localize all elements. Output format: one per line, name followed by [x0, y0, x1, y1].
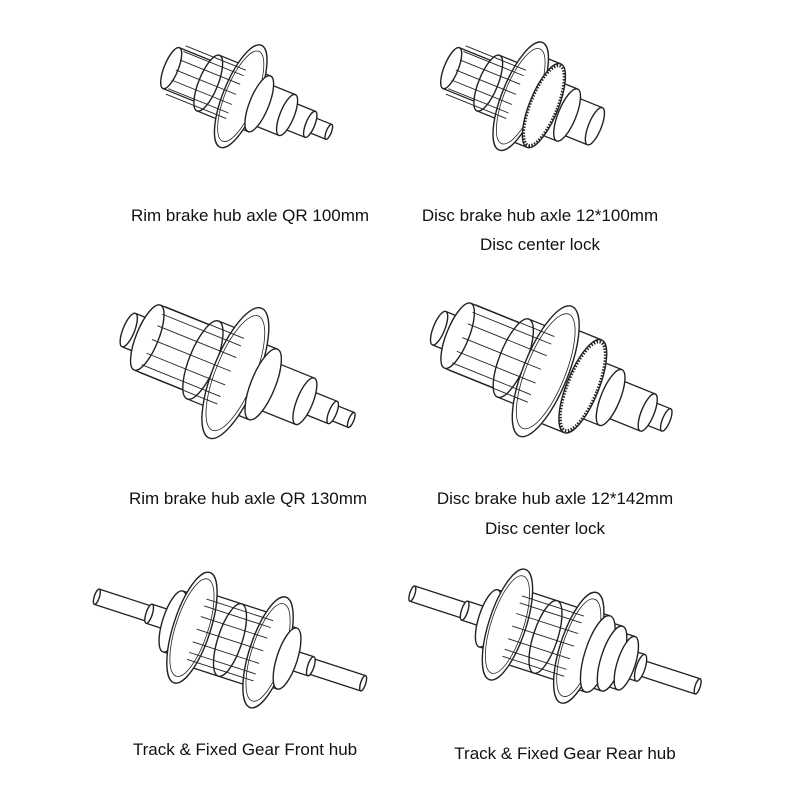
freehub-spline — [183, 50, 244, 77]
freehub-spline — [451, 79, 513, 105]
axle-cap — [637, 393, 658, 432]
freehub-spline — [175, 69, 237, 95]
axle — [144, 603, 155, 624]
hub-outline — [637, 674, 696, 695]
freehub-spline — [146, 352, 226, 386]
freehub-spline — [138, 371, 218, 405]
hub-outline — [313, 658, 366, 677]
freehub-spline — [472, 311, 552, 345]
freehub-spline — [459, 59, 521, 85]
hub-outline — [99, 588, 152, 607]
freehub-spline — [185, 45, 247, 71]
axle — [459, 600, 470, 621]
freehub-spline — [151, 338, 231, 372]
freehub-spline — [161, 313, 242, 347]
freehub-spline — [504, 648, 567, 670]
caption-rim-brake-qr130: Rim brake hub axle QR 130mm — [128, 489, 368, 508]
caption-track-front-hub: Track & Fixed Gear Front hub — [132, 740, 358, 759]
hub-outline — [409, 600, 463, 619]
hub-track-front — [92, 571, 368, 709]
rotor-lock — [558, 338, 608, 434]
axle-end — [92, 588, 102, 606]
freehub-spline — [200, 616, 268, 639]
axle-end — [346, 411, 356, 429]
axle-cap — [326, 400, 340, 425]
freehub-spline — [462, 337, 542, 370]
hub-rim-brake-qr100 — [159, 44, 334, 149]
freehub-spline — [521, 595, 584, 617]
freehub-spline — [448, 369, 528, 403]
shell — [244, 74, 275, 133]
caption-disc-brake-12x142: Disc brake hub axle 12*142mm — [436, 489, 674, 508]
freehub-spline — [186, 658, 254, 682]
freehub-spline — [467, 323, 547, 357]
freehub-spline — [179, 59, 241, 85]
freehub-spline — [165, 93, 227, 119]
freehub-spline — [502, 655, 565, 677]
freehub-spline — [168, 88, 229, 114]
shell — [272, 627, 302, 690]
shell — [275, 93, 299, 137]
freehub-spline — [512, 625, 575, 647]
caption-disc-center-lock-1: Disc center lock — [480, 235, 600, 254]
hub-outline — [414, 585, 468, 604]
freehub-spline — [456, 350, 536, 384]
cog — [613, 635, 640, 691]
shell — [553, 88, 582, 142]
freehub-spline — [445, 93, 507, 119]
hub-outline — [94, 603, 147, 622]
freehub-spline — [463, 50, 524, 77]
freehub-spline — [507, 638, 571, 660]
axle-cap — [302, 110, 318, 139]
hub-rim-brake-qr130 — [119, 304, 356, 440]
freehub-spline — [206, 598, 274, 622]
axle-end — [119, 312, 139, 348]
axle — [633, 653, 648, 682]
axle-end — [693, 678, 702, 695]
hub-track-rear — [408, 568, 702, 704]
freehub-spline — [451, 362, 532, 396]
caption-disc-center-lock-2: Disc center lock — [485, 519, 605, 538]
caption-rim-brake-qr100: Rim brake hub axle QR 100mm — [130, 206, 370, 225]
hub-outline — [308, 673, 361, 692]
hub-outline — [642, 659, 701, 680]
caption-track-rear-hub: Track & Fixed Gear Rear hub — [454, 744, 676, 763]
axle-end — [659, 408, 673, 432]
freehub-spline — [475, 304, 555, 337]
freehub-spline — [141, 364, 221, 397]
shell — [292, 377, 318, 426]
freehub-spline — [165, 306, 245, 339]
freehub-spline — [204, 605, 271, 629]
freehub-spline — [157, 325, 237, 358]
freehub-spline — [196, 628, 264, 652]
freehub-spline — [171, 79, 233, 105]
shell — [244, 348, 283, 421]
axle — [305, 656, 316, 677]
axle-cap — [584, 106, 606, 146]
axle-end — [324, 123, 334, 141]
caption-disc-brake-12x100: Disc brake hub axle 12*100mm — [421, 206, 659, 225]
axle-end — [358, 674, 368, 692]
freehub-spline — [455, 69, 517, 95]
freehub-spline — [465, 45, 527, 71]
axle-end — [408, 585, 417, 602]
shell — [595, 368, 626, 427]
hub-disc-12x142 — [429, 302, 673, 438]
freehub-spline — [189, 651, 256, 675]
center-lock-teeth — [558, 340, 607, 433]
freehub-spline — [448, 88, 509, 114]
freehub-spline — [519, 602, 582, 624]
hub-disc-12x100 — [439, 41, 606, 152]
freehub-spline — [192, 641, 260, 664]
freehub-spline — [516, 613, 579, 635]
